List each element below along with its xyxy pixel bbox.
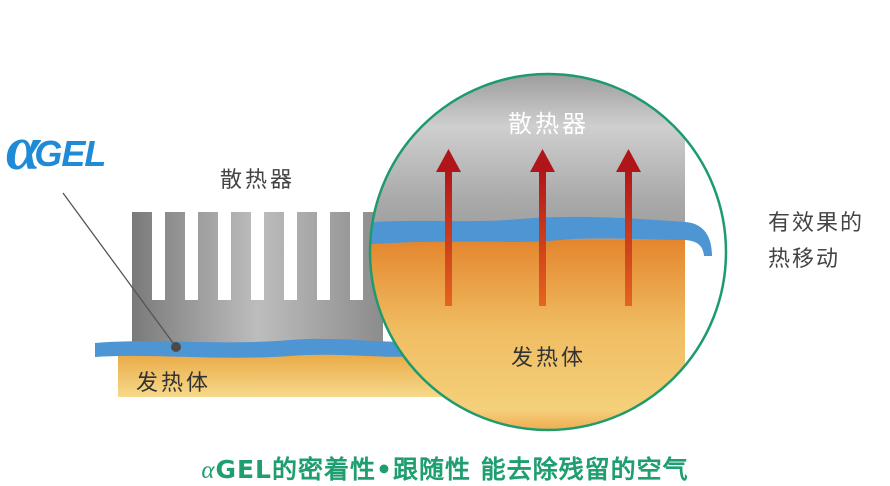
heatsink-label: 散热器	[220, 168, 296, 193]
heat-flow-arrow	[530, 149, 555, 306]
heatsink	[132, 212, 383, 345]
caption-alpha: α	[201, 457, 216, 484]
side-note-line1: 有效果的	[768, 211, 865, 236]
side-note-line2: 热移动	[768, 247, 841, 272]
heat-flow-arrow	[616, 149, 641, 306]
gel-pointer-line	[62, 192, 181, 352]
caption: αGEL的密着性•跟随性 能去除残留的空气	[0, 450, 890, 486]
caption-text: GEL的密着性•跟随性 能去除残留的空气	[215, 455, 689, 484]
zoom-heat-source-label: 发热体	[511, 346, 587, 371]
heat-source-label: 发热体	[136, 371, 212, 396]
heat-flow-arrow	[436, 149, 461, 306]
alpha-gel-logo: αGEL	[6, 115, 106, 183]
zoom-heatsink-label: 散热器	[508, 110, 589, 138]
